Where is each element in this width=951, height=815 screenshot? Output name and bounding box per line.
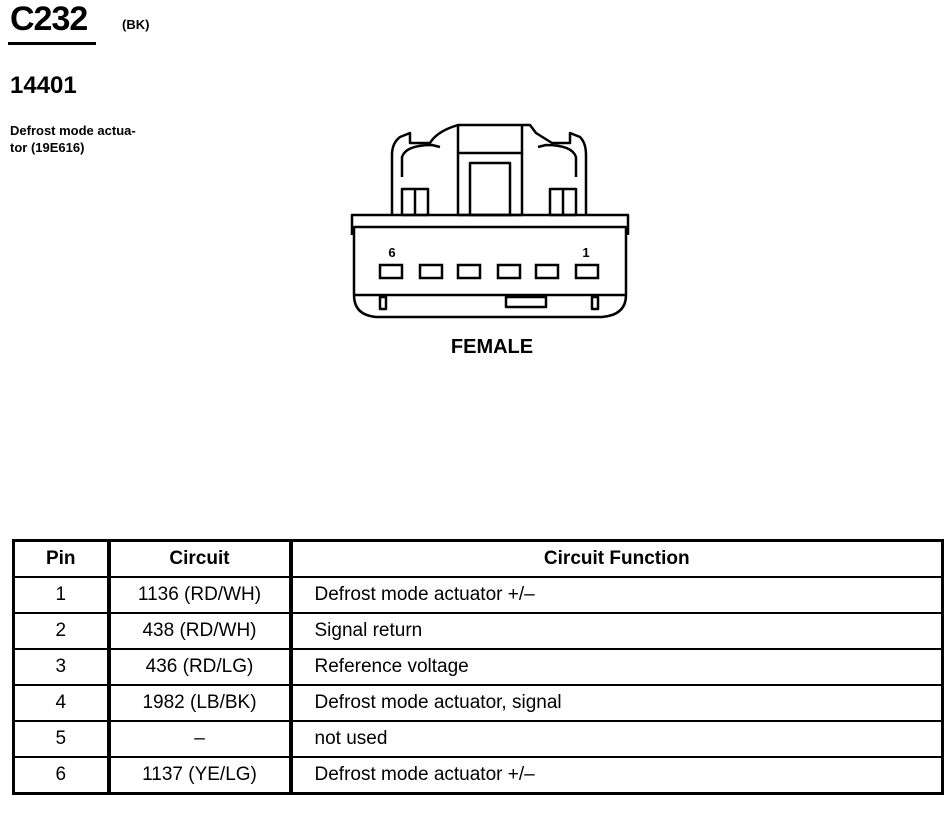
- table-row: 6 1137 (YE/LG) Defrost mode actuator +/–: [12, 756, 944, 795]
- table-row: 1 1136 (RD/WH) Defrost mode actuator +/–: [12, 576, 944, 614]
- pin-table: Pin Circuit Circuit Function 1 1136 (RD/…: [12, 539, 944, 795]
- table-row: 5 – not used: [12, 720, 944, 758]
- connector-face-diagram: 6 1: [350, 123, 630, 319]
- cell-function: Defrost mode actuator +/–: [288, 756, 944, 795]
- table-row: 3 436 (RD/LG) Reference voltage: [12, 648, 944, 686]
- cell-pin: 3: [12, 648, 110, 686]
- component-description: Defrost mode actua- tor (19E616): [10, 122, 185, 156]
- latch-right: [537, 143, 578, 177]
- pin-label-6: 6: [388, 245, 395, 260]
- latch-left: [400, 143, 441, 177]
- header-function: Circuit Function: [288, 539, 944, 578]
- cell-pin: 2: [12, 612, 110, 650]
- cell-circuit: 1137 (YE/LG): [106, 756, 292, 795]
- component-part-number: 14401: [10, 72, 77, 99]
- pin-cavity-2: [534, 263, 560, 280]
- cell-function: Signal return: [288, 612, 944, 650]
- cell-pin: 6: [12, 756, 110, 795]
- cell-circuit: 436 (RD/LG): [106, 648, 292, 686]
- pin-cavity-5: [418, 263, 444, 280]
- cell-function: not used: [288, 720, 944, 758]
- pin-cavity-4: [456, 263, 482, 280]
- connector-color-code: (BK): [122, 17, 150, 32]
- pin-label-1: 1: [582, 245, 589, 260]
- table-row: 4 1982 (LB/BK) Defrost mode actuator, si…: [12, 684, 944, 722]
- table-header-row: Pin Circuit Circuit Function: [12, 539, 944, 578]
- cell-circuit: 438 (RD/WH): [106, 612, 292, 650]
- header-pin: Pin: [12, 539, 110, 578]
- pin-cavity-6: [378, 263, 404, 280]
- cell-function: Reference voltage: [288, 648, 944, 686]
- pin-cavity-1: [574, 263, 600, 280]
- connector-id-underline: [8, 42, 96, 45]
- cell-pin: 5: [12, 720, 110, 758]
- cell-function: Defrost mode actuator +/–: [288, 576, 944, 614]
- cell-circuit: –: [106, 720, 292, 758]
- component-description-line: Defrost mode actua-: [10, 123, 136, 138]
- key-right: [590, 295, 600, 311]
- cell-pin: 1: [12, 576, 110, 614]
- component-description-line: tor (19E616): [10, 140, 85, 155]
- key-left: [378, 295, 388, 311]
- connector-flange: [350, 213, 630, 235]
- cell-circuit: 1136 (RD/WH): [106, 576, 292, 614]
- cell-function: Defrost mode actuator, signal: [288, 684, 944, 722]
- center-latch-inner: [468, 161, 512, 217]
- pin-cavity-3: [496, 263, 522, 280]
- connector-gender-label: FEMALE: [450, 336, 534, 358]
- connector-face: [352, 225, 628, 319]
- cell-circuit: 1982 (LB/BK): [106, 684, 292, 722]
- connector-id: C232: [10, 0, 88, 38]
- table-row: 2 438 (RD/WH) Signal return: [12, 612, 944, 650]
- key-center: [504, 295, 548, 309]
- cell-pin: 4: [12, 684, 110, 722]
- connector-housing-upper: [390, 123, 588, 215]
- header-circuit: Circuit: [106, 539, 292, 578]
